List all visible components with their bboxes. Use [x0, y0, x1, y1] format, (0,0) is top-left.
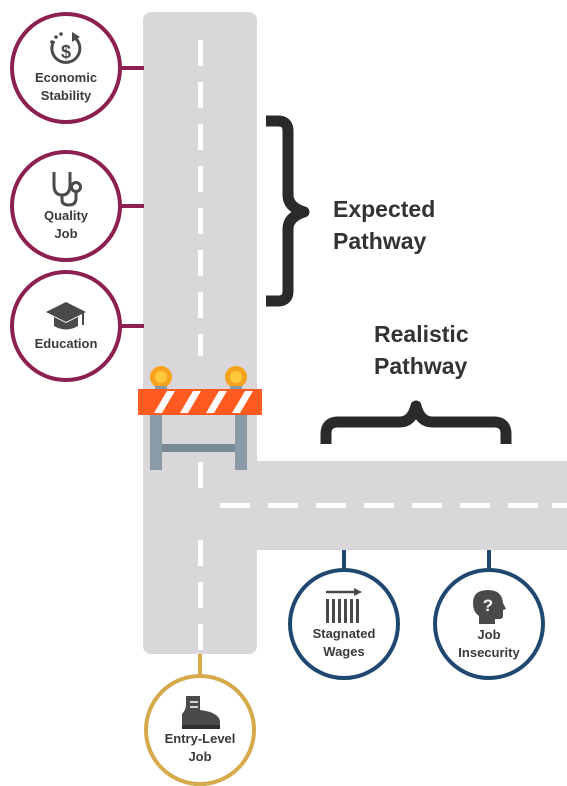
quality-job-node: Quality Job [10, 150, 122, 262]
economic-stability-node: $ Economic Stability [10, 12, 122, 124]
quality-job-label: Quality Job [43, 208, 89, 241]
question-head-icon: ? [473, 590, 506, 624]
stagnant-bars-icon [326, 588, 362, 623]
connector-entry-level-job [198, 654, 202, 680]
connector-economic-stability [120, 66, 144, 70]
svg-text:$: $ [61, 42, 71, 62]
stagnated-wages-node: Stagnated Wages [288, 568, 400, 680]
svg-text:?: ? [483, 596, 493, 615]
education-label: Education [34, 336, 98, 351]
horizontal-road [143, 461, 567, 550]
education-node: Education [10, 270, 122, 382]
graduation-cap-icon [46, 302, 86, 330]
stagnated-wages-label: Stagnated Wages [312, 626, 376, 659]
realistic-pathway-bracket [320, 400, 512, 444]
realistic-pathway-label: Realistic Pathway [374, 321, 469, 379]
expected-pathway-bracket [266, 115, 310, 307]
connector-quality-job [120, 204, 144, 208]
connector-stagnated-wages [342, 550, 346, 574]
connector-education [120, 324, 144, 328]
economic-stability-label: Economic Stability [34, 70, 98, 103]
dollar-cycle-icon: $ [50, 32, 82, 64]
work-boot-icon [182, 696, 220, 729]
job-insecurity-label: Job Insecurity [458, 627, 520, 660]
road-barricade-icon [138, 366, 262, 470]
entry-level-job-label: Entry-Level Job [164, 731, 236, 764]
entry-level-job-node: Entry-Level Job [144, 674, 256, 786]
job-insecurity-node: ? Job Insecurity [433, 568, 545, 680]
connector-job-insecurity [487, 550, 491, 574]
expected-pathway-label: Expected Pathway [333, 196, 436, 254]
stethoscope-icon [52, 172, 82, 207]
